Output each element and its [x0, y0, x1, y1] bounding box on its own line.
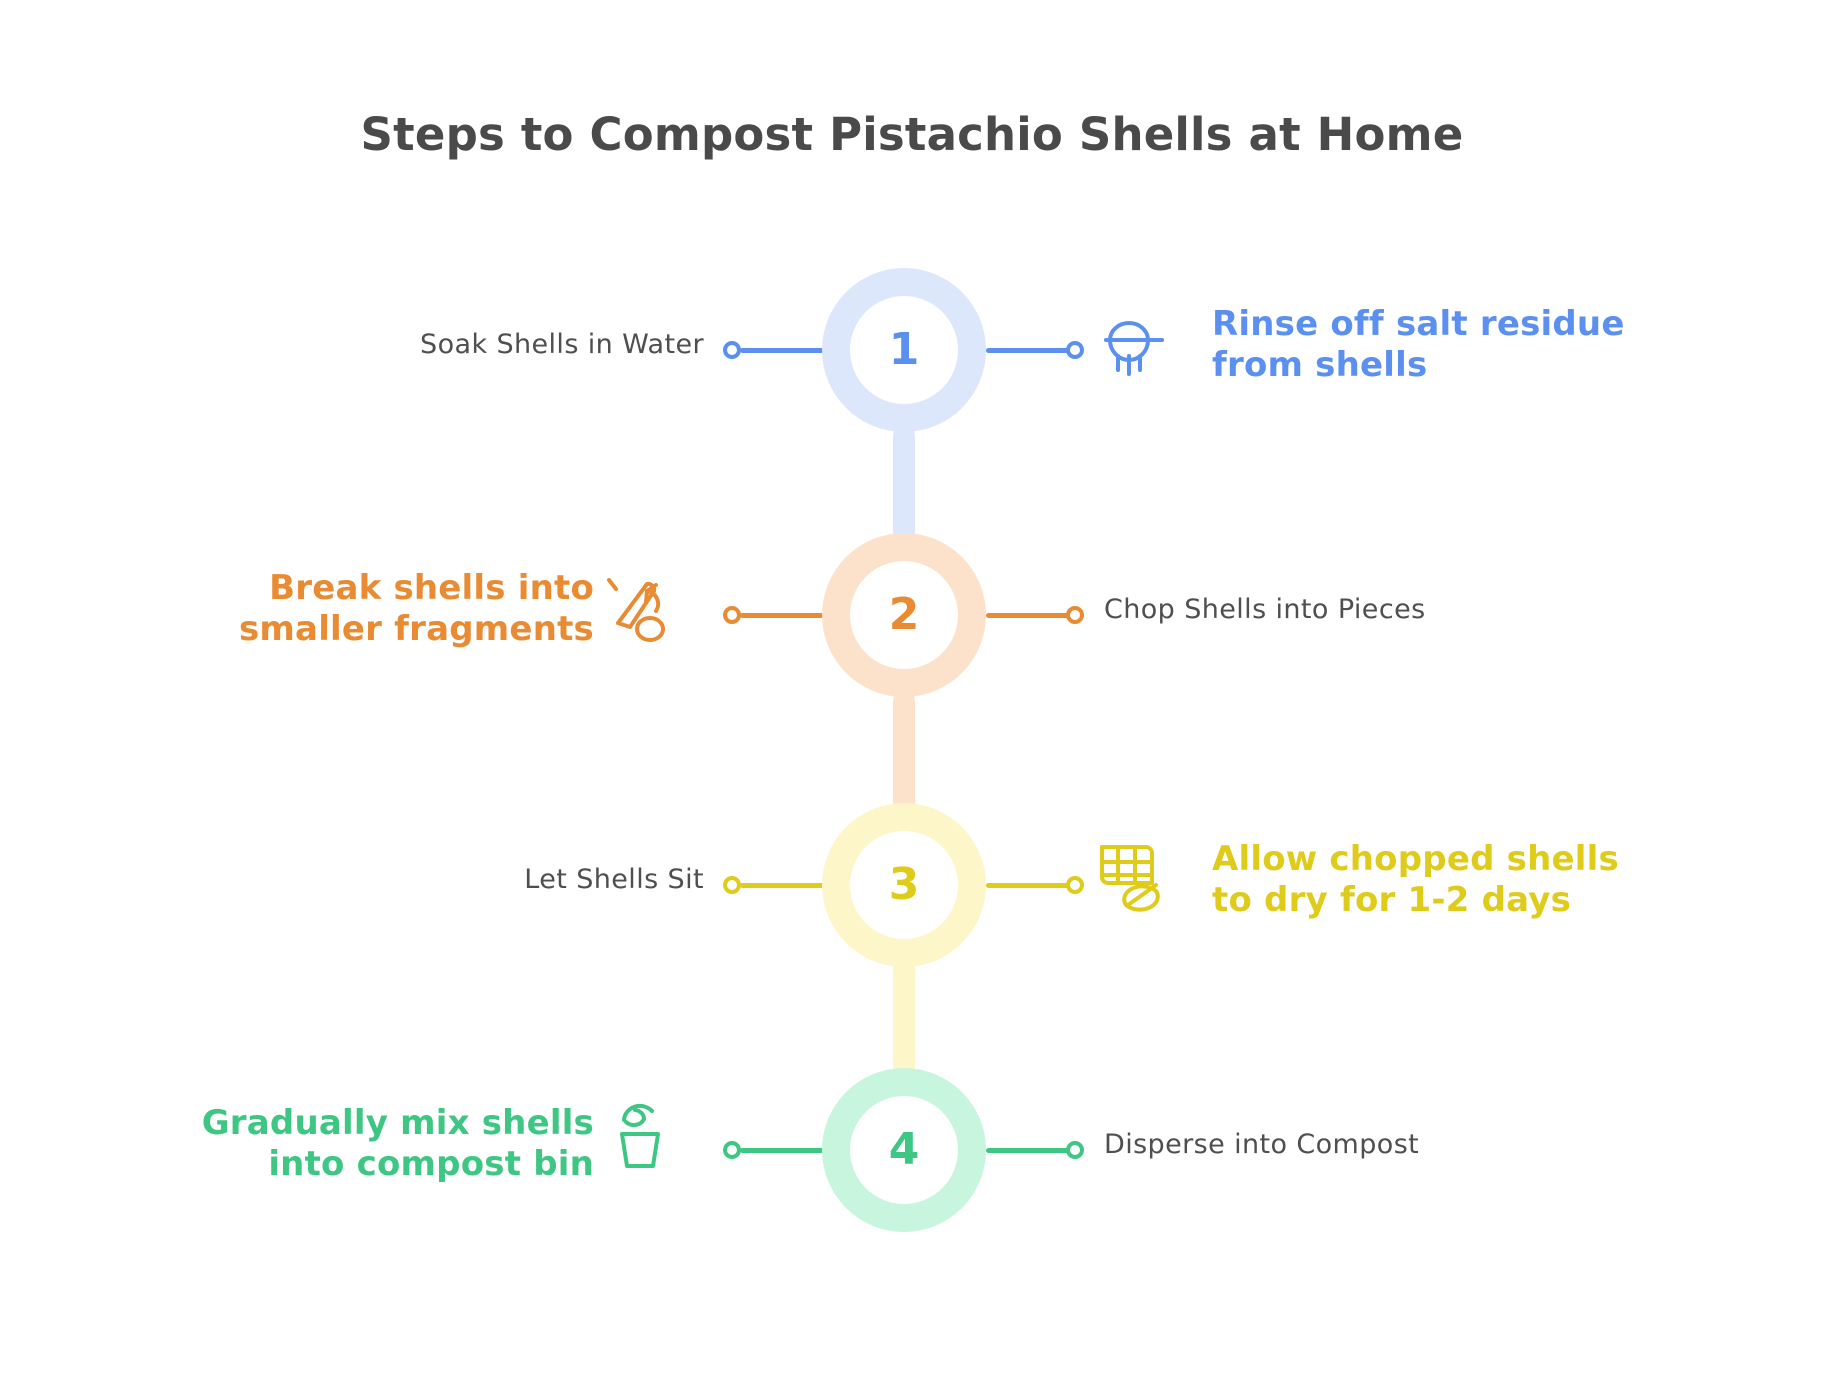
step-2-node-inner: 2	[850, 561, 958, 669]
spine-segment-1-2	[893, 425, 915, 565]
step-2-dot-right	[1066, 606, 1084, 624]
step-1-short-label: Soak Shells in Water	[420, 329, 704, 360]
shower-head-icon	[1090, 304, 1168, 382]
step-4-short-label: Disperse into Compost	[1104, 1129, 1420, 1160]
step-1-number: 1	[888, 324, 920, 375]
drying-rack-icon	[1090, 835, 1168, 913]
step-1-connector-left	[740, 348, 824, 353]
step-3-dot-right	[1066, 876, 1084, 894]
step-3-dot-left	[723, 876, 741, 894]
step-1-node-inner: 1	[850, 296, 958, 404]
step-3-number: 3	[888, 859, 920, 910]
spine-segment-2-3	[893, 690, 915, 830]
step-4-node[interactable]: 4	[822, 1068, 986, 1232]
step-2-number: 2	[888, 589, 920, 640]
compost-bin-icon	[608, 1094, 686, 1172]
step-1-dot-right	[1066, 341, 1084, 359]
step-4-dot-left	[723, 1141, 741, 1159]
step-1-node[interactable]: 1	[822, 268, 986, 432]
step-3-node[interactable]: 3	[822, 803, 986, 967]
step-4-connector-left	[740, 1148, 824, 1153]
step-1-connector-right	[986, 348, 1074, 353]
step-2-connector-left	[740, 613, 824, 618]
knife-chop-icon	[600, 567, 678, 645]
spine-segment-3-4	[893, 955, 915, 1095]
step-2-dot-left	[723, 606, 741, 624]
step-4-description: Gradually mix shells into compost bin	[201, 1103, 594, 1185]
step-2-node[interactable]: 2	[822, 533, 986, 697]
step-2-description: Break shells into smaller fragments	[238, 568, 594, 650]
step-4-connector-right	[986, 1148, 1074, 1153]
step-3-description: Allow chopped shells to dry for 1-2 days	[1212, 839, 1619, 921]
step-1-description: Rinse off salt residue from shells	[1212, 304, 1625, 386]
step-4-number: 4	[888, 1124, 920, 1175]
step-4-dot-right	[1066, 1141, 1084, 1159]
step-1-dot-left	[723, 341, 741, 359]
page-title: Steps to Compost Pistachio Shells at Hom…	[360, 108, 1464, 161]
step-3-short-label: Let Shells Sit	[524, 864, 704, 895]
step-2-connector-right	[986, 613, 1074, 618]
step-2-short-label: Chop Shells into Pieces	[1104, 594, 1426, 625]
step-3-node-inner: 3	[850, 831, 958, 939]
step-3-connector-left	[740, 883, 824, 888]
step-4-node-inner: 4	[850, 1096, 958, 1204]
step-3-connector-right	[986, 883, 1074, 888]
